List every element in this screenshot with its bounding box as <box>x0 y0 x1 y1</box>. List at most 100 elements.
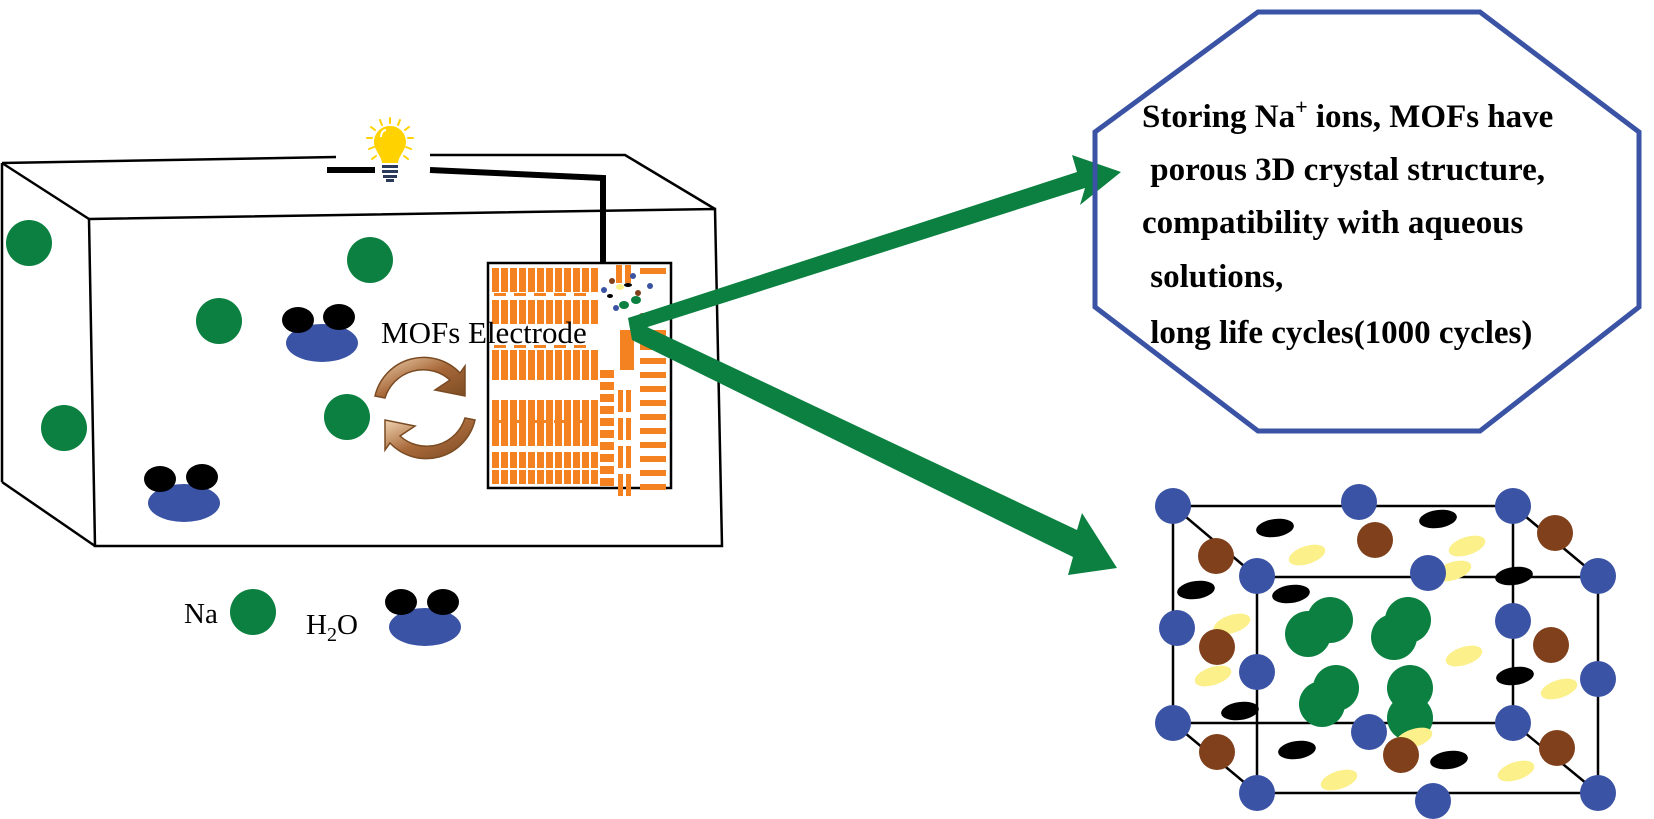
metal-node <box>1410 555 1446 591</box>
electrode-bar <box>537 400 544 430</box>
electrode-bar <box>591 430 598 446</box>
metal-node <box>1580 558 1616 594</box>
electrode-bar <box>528 268 535 292</box>
linker-yellow <box>1540 678 1578 700</box>
electrode-dash <box>514 420 526 423</box>
electrode-bar <box>537 430 544 446</box>
metal-node <box>1495 603 1531 639</box>
sodium-ion <box>196 298 242 344</box>
electrode-bar <box>537 268 544 292</box>
water-molecule <box>144 464 220 522</box>
electrode-bar <box>591 300 598 324</box>
electrode-bar <box>640 456 666 462</box>
linker-yellow <box>1213 613 1251 635</box>
metal-node <box>1351 714 1387 750</box>
electrode-bar <box>528 350 535 380</box>
electrode-bar <box>546 430 553 446</box>
electrode-bar <box>640 442 666 448</box>
electrode-bar <box>510 452 517 468</box>
electrode-bar <box>555 430 562 446</box>
electrode-bar <box>591 470 598 484</box>
electrode-bar <box>510 300 517 324</box>
legend-sodium-swatch <box>230 589 276 635</box>
metal-node <box>1155 488 1191 524</box>
electrode-bar <box>519 452 526 468</box>
linker-brown <box>1198 538 1234 574</box>
electrode-bar <box>555 400 562 430</box>
electrode-bar <box>640 414 666 420</box>
electrode-bar <box>564 350 571 380</box>
metal-node <box>1159 610 1195 646</box>
electrode-pattern <box>492 265 666 496</box>
sodium-ion-in-pore <box>1313 665 1359 711</box>
linker-black <box>1419 509 1457 529</box>
electrode-bar <box>600 394 614 402</box>
electrode-bar <box>564 300 571 324</box>
properties-line-2: porous 3D crystal structure, <box>1142 152 1545 188</box>
sodium-ion-in-pore <box>1307 597 1353 643</box>
box-back-top-edge-right <box>430 153 716 211</box>
metal-node <box>1580 775 1616 811</box>
electrode-bar <box>510 268 517 292</box>
linker-yellow <box>1194 665 1232 687</box>
metal-node <box>1239 654 1275 690</box>
linker-black <box>1496 666 1534 686</box>
electrode-dash <box>534 420 546 423</box>
electrode-dash <box>574 420 586 423</box>
electrode-bar <box>600 442 614 450</box>
arrow-to-structure <box>628 318 1117 575</box>
electrode-dash <box>554 293 566 296</box>
electrode-bar <box>528 452 535 468</box>
linker-black <box>1221 701 1259 721</box>
metal-node <box>1580 661 1616 697</box>
electrode-bar <box>555 350 562 380</box>
electrode-bar <box>501 268 508 292</box>
electrode-bar <box>564 470 571 484</box>
linker-black <box>1256 518 1294 538</box>
electrode-bar <box>546 300 553 324</box>
sodium-ion <box>347 237 393 283</box>
electrode-bar <box>564 430 571 446</box>
electrode-bar <box>600 382 614 390</box>
electrode-bar <box>519 300 526 324</box>
linker-brown <box>1383 737 1419 773</box>
linker-brown <box>1357 522 1393 558</box>
electrode-bar <box>600 478 614 486</box>
electrode-bar <box>640 372 666 378</box>
electrode-bar <box>564 452 571 468</box>
electrode-bar <box>600 430 614 438</box>
metal-node <box>1495 705 1531 741</box>
metal-node <box>1495 488 1531 524</box>
electrode-bar <box>492 400 499 430</box>
electrode-bar <box>528 430 535 446</box>
electrode-bar <box>501 470 508 484</box>
electrode-bar <box>573 400 580 430</box>
electrode-bar <box>510 400 517 430</box>
box-bottom-left-diagonal <box>1 480 96 548</box>
legend-water-swatch <box>385 589 461 646</box>
electrode-bar <box>555 452 562 468</box>
electrode-bar <box>591 268 598 292</box>
electrode-bar <box>600 406 614 414</box>
electrode-dash <box>574 345 586 348</box>
electrode-bar <box>582 400 589 430</box>
external-circuit <box>327 117 606 282</box>
linker-yellow <box>1497 760 1535 782</box>
electrode-dash <box>574 293 586 296</box>
linker-black <box>1177 580 1215 600</box>
linker-black <box>1272 584 1310 604</box>
electrode-bar <box>582 452 589 468</box>
electrode-bar <box>640 428 666 434</box>
linker-brown <box>1533 627 1569 663</box>
electrode-bar <box>546 350 553 380</box>
electrode-bar <box>519 470 526 484</box>
electrode-dash <box>494 345 506 348</box>
electrode-bar <box>640 268 666 274</box>
electrode-bar <box>618 390 623 412</box>
electrode-bar <box>600 466 614 474</box>
legend: Na H2O <box>184 589 461 646</box>
electrode-dash <box>534 345 546 348</box>
electrode-bar <box>640 400 666 406</box>
electrode-bar <box>492 350 499 380</box>
light-bulb-icon <box>366 117 414 182</box>
